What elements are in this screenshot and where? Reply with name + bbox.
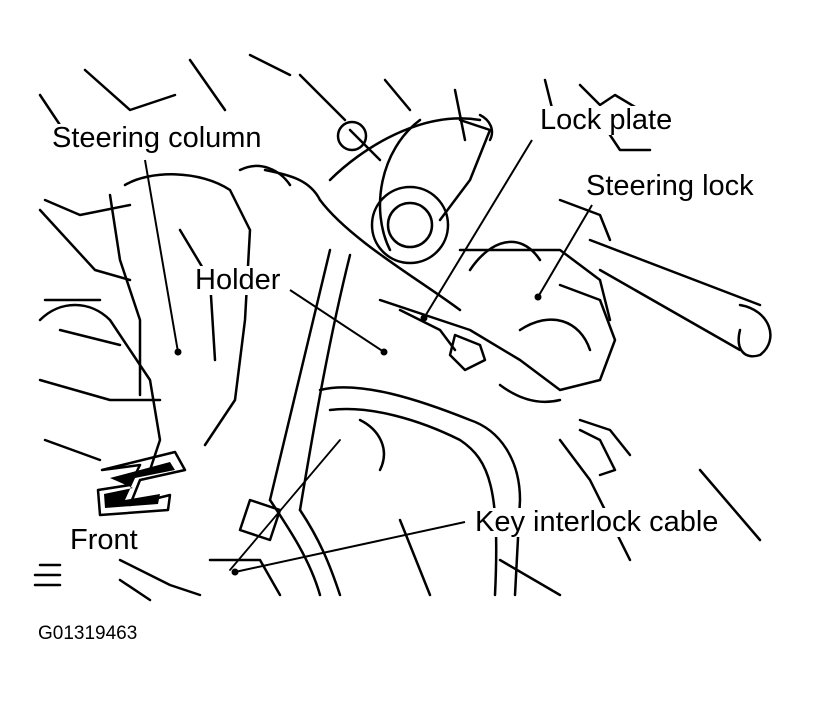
steering-column-drawing xyxy=(38,164,322,472)
label-lock-plate: Lock plate xyxy=(538,104,675,136)
label-key-interlock-cable: Key interlock cable xyxy=(473,506,721,538)
leader-lines xyxy=(144,139,593,576)
label-front: Front xyxy=(68,524,140,556)
column-shaft-drawing xyxy=(238,113,494,597)
figure-code: G01319463 xyxy=(38,623,138,644)
label-steering-column: Steering column xyxy=(50,122,264,154)
front-arrow-icon xyxy=(96,450,187,517)
label-steering-lock: Steering lock xyxy=(584,170,756,202)
label-holder: Holder xyxy=(193,264,283,296)
interlock-cable-drawing xyxy=(208,386,522,597)
background-structure xyxy=(33,53,762,602)
steering-lock-drawing xyxy=(378,198,772,477)
